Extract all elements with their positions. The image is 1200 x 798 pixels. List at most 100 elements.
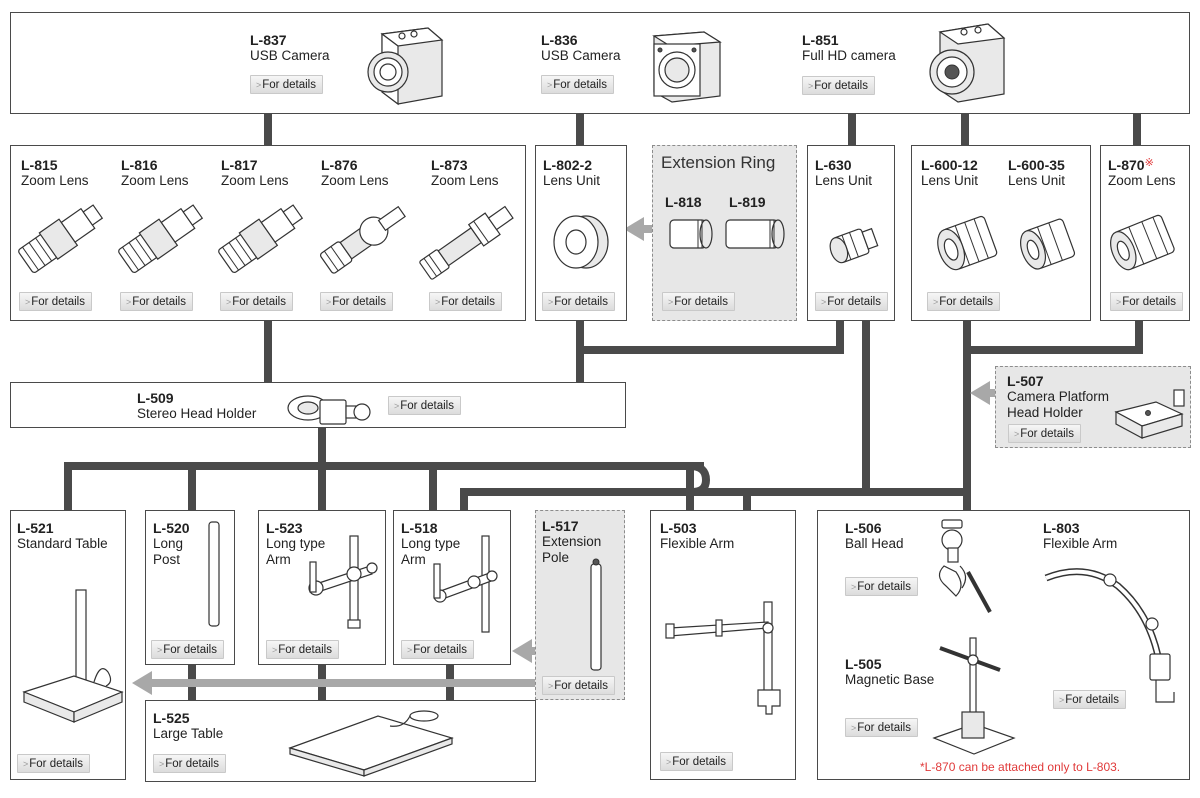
lens-unit-image [553, 215, 609, 269]
product-code: L-521 [17, 520, 54, 536]
product-code: L-819 [729, 194, 766, 210]
details-button[interactable]: >For details [220, 292, 293, 311]
product-name: Zoom Lens [431, 173, 499, 189]
arrow-line [528, 647, 538, 655]
lens-l815: L-815 Zoom Lens [21, 157, 89, 189]
chevron-right-icon: > [407, 645, 413, 655]
product-code: L-870※ [1108, 157, 1154, 173]
product-name: Pole [542, 550, 570, 566]
extension-ring-title: Extension Ring [661, 153, 776, 172]
connector [188, 462, 196, 512]
connector [1135, 320, 1143, 354]
details-button[interactable]: >For details [845, 718, 918, 737]
details-button[interactable]: >For details [542, 292, 615, 311]
details-button[interactable]: >For details [151, 640, 224, 659]
chevron-right-icon: > [23, 759, 29, 769]
product-code: L-518 [401, 520, 438, 536]
product-name: Zoom Lens [121, 173, 189, 189]
connector [686, 462, 694, 512]
flexible-arm-image [665, 601, 781, 715]
table-l521: L-521 Standard Table [17, 520, 108, 552]
product-code: L-816 [121, 157, 158, 173]
details-button[interactable]: >For details [429, 292, 502, 311]
product-code: L-507 [1007, 373, 1044, 389]
extension-ring-image [725, 219, 785, 249]
details-button[interactable]: >For details [17, 754, 90, 773]
chevron-right-icon: > [808, 81, 814, 91]
connector [318, 427, 326, 467]
zoom-lens-image [419, 205, 514, 280]
product-code: L-876 [321, 157, 358, 173]
arrow-line [986, 389, 996, 397]
product-name: Stereo Head Holder [137, 406, 257, 422]
standard-table-image [22, 589, 124, 723]
arrow-left-icon [132, 671, 152, 695]
product-name: Full HD camera [802, 48, 896, 64]
product-code: L-517 [542, 518, 579, 534]
details-button[interactable]: >For details [120, 292, 193, 311]
details-button[interactable]: >For details [845, 577, 918, 596]
lens-l873: L-873 Zoom Lens [431, 157, 499, 189]
details-button[interactable]: >For details [320, 292, 393, 311]
details-button[interactable]: >For details [266, 640, 339, 659]
details-button[interactable]: >For details [541, 75, 614, 94]
connector [576, 346, 844, 354]
details-button[interactable]: >For details [662, 292, 735, 311]
chevron-right-icon: > [435, 297, 441, 307]
product-code: L-600-35 [1008, 157, 1065, 173]
arrow-line [640, 225, 652, 233]
details-button[interactable]: >For details [815, 292, 888, 311]
post-l520: L-520 Long Post [153, 520, 190, 568]
magnetic-base-l505: L-505 Magnetic Base [845, 656, 934, 688]
chevron-right-icon: > [1059, 695, 1065, 705]
details-button[interactable]: >For details [542, 676, 615, 695]
camera-l851: L-851 Full HD camera [802, 32, 896, 64]
full-hd-camera-image [929, 23, 1006, 103]
details-button[interactable]: >For details [802, 76, 875, 95]
product-name: Arm [266, 552, 291, 568]
chevron-right-icon: > [1116, 297, 1122, 307]
details-button[interactable]: >For details [1053, 690, 1126, 709]
arrow-left-icon [624, 217, 644, 241]
connector [64, 462, 72, 512]
pole-l517: L-517 Extension Pole [542, 518, 601, 566]
product-name: USB Camera [541, 48, 621, 64]
long-post-panel [145, 510, 235, 665]
product-name: Lens Unit [1008, 173, 1066, 189]
product-name: Long type [401, 536, 461, 552]
details-button[interactable]: >For details [1110, 292, 1183, 311]
details-button[interactable]: >For details [19, 292, 92, 311]
connector [848, 113, 856, 146]
chevron-right-icon: > [256, 80, 262, 90]
product-name: Zoom Lens [1108, 173, 1176, 189]
details-button[interactable]: >For details [1008, 424, 1081, 443]
extension-pole-image [590, 558, 602, 671]
lens-unit-image [829, 227, 879, 264]
details-button[interactable]: >For details [388, 396, 461, 415]
footnote-mark: ※ [1144, 157, 1154, 169]
product-code: L-506 [845, 520, 882, 536]
details-button[interactable]: >For details [153, 754, 226, 773]
ring-l818: L-818 [665, 194, 702, 210]
footnote: *L-870 can be attached only to L-803. [920, 760, 1121, 774]
lens-l802-2: L-802-2 Lens Unit [543, 157, 600, 189]
magnetic-base-image [932, 637, 1016, 755]
product-name: USB Camera [250, 48, 330, 64]
product-code: L-817 [221, 157, 258, 173]
details-button[interactable]: >For details [401, 640, 474, 659]
product-name: Post [153, 552, 181, 568]
chevron-right-icon: > [394, 401, 400, 411]
product-code: L-803 [1043, 520, 1080, 536]
details-button[interactable]: >For details [927, 292, 1000, 311]
lens-unit-image [1020, 218, 1076, 270]
chevron-right-icon: > [547, 80, 553, 90]
product-name: Long [153, 536, 184, 552]
product-name: Large Table [153, 726, 224, 742]
holder-l509: L-509 Stereo Head Holder [137, 390, 256, 422]
connector [318, 462, 326, 512]
connector [963, 320, 971, 510]
product-name: Head Holder [1007, 405, 1083, 421]
details-button[interactable]: >For details [250, 75, 323, 94]
details-button[interactable]: >For details [660, 752, 733, 771]
product-name: Extension [542, 534, 602, 550]
